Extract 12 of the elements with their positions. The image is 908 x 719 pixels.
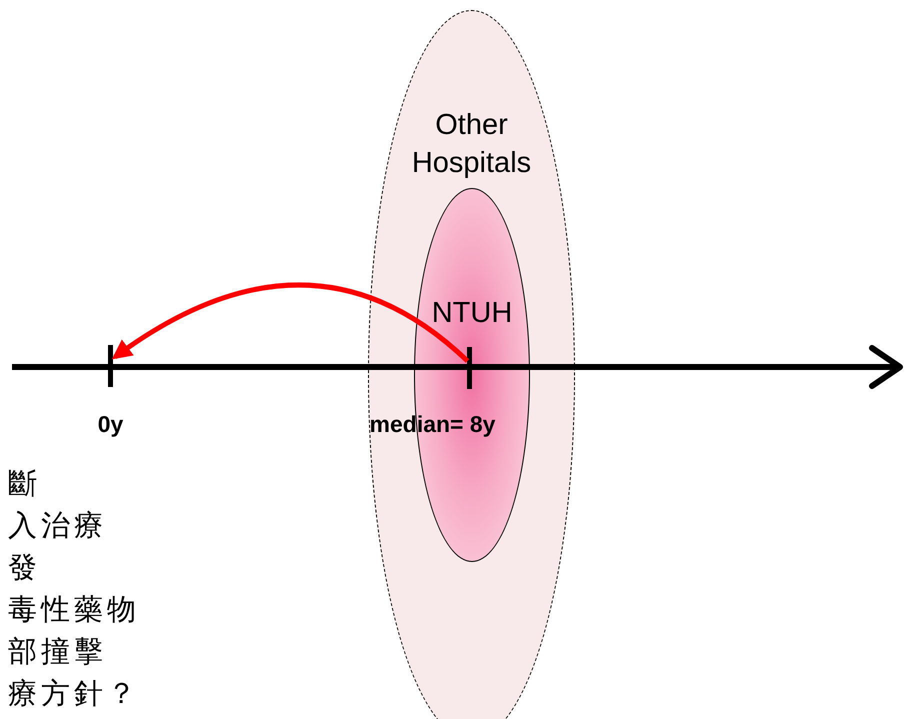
- note-text: 斷: [8, 465, 42, 502]
- note-text: 發: [8, 549, 42, 586]
- tick-label: 0y: [98, 410, 124, 438]
- tick-mark: [108, 345, 113, 387]
- note-text: 部撞擊: [8, 633, 108, 670]
- curved-arrow: [112, 282, 470, 363]
- tick-mark: [467, 347, 472, 389]
- note-text: 入治療: [8, 507, 108, 544]
- region-label: NTUH: [430, 296, 514, 331]
- note-text: 毒性藥物: [8, 591, 140, 628]
- region-label: Other Hospitals: [410, 108, 532, 181]
- note-text: 療方針？: [8, 675, 140, 712]
